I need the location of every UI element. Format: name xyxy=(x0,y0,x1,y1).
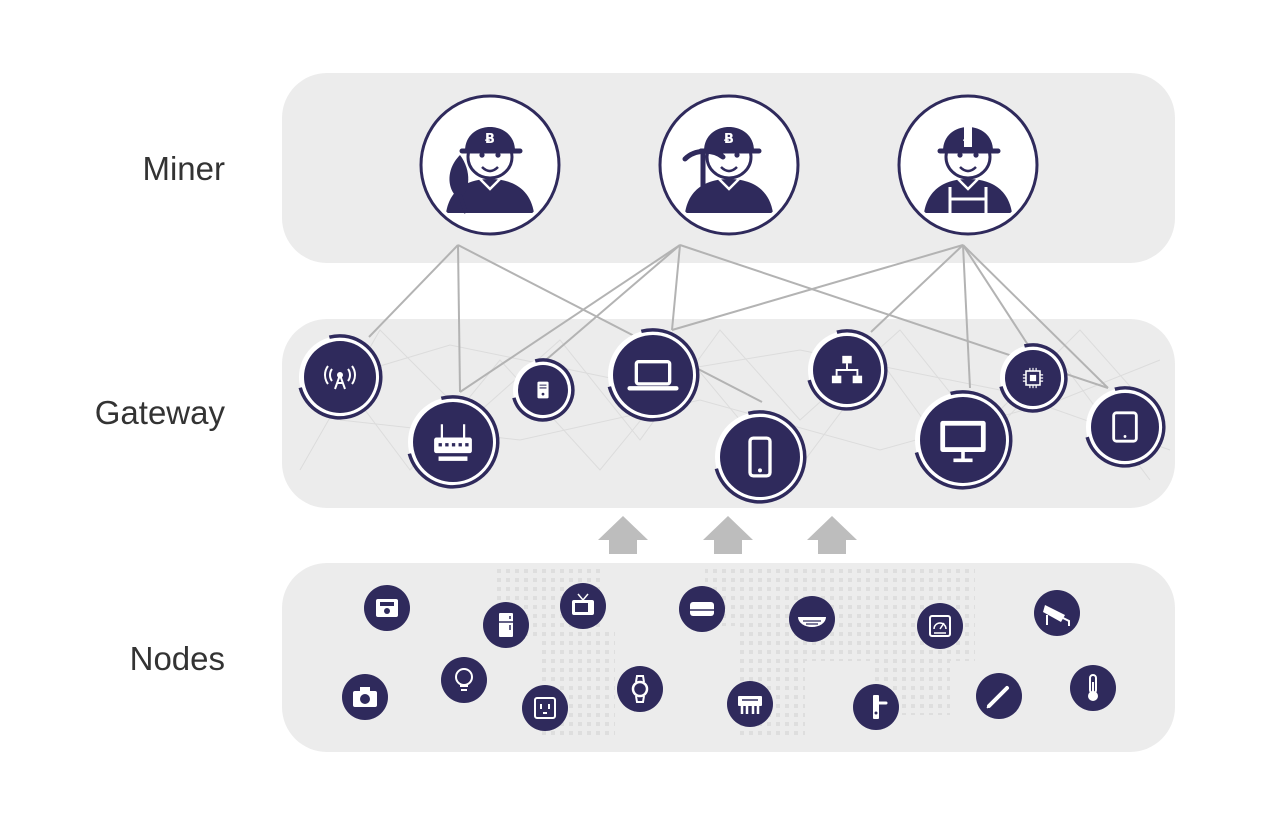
chip-icon xyxy=(1022,367,1044,389)
node-purifier[interactable] xyxy=(727,681,773,727)
arrow-up-icon xyxy=(703,516,753,554)
tv-icon xyxy=(572,593,594,615)
tablet-icon xyxy=(1112,411,1138,443)
upward-arrows xyxy=(598,516,857,554)
node-bowl[interactable] xyxy=(789,596,835,642)
purifier-icon xyxy=(738,696,762,714)
connector-line xyxy=(457,244,763,403)
gateway-router[interactable] xyxy=(407,395,500,489)
gateway-server[interactable] xyxy=(512,358,575,422)
gateway-monitor[interactable] xyxy=(914,390,1013,490)
pen-icon xyxy=(986,686,1009,709)
thermometer-icon xyxy=(1088,674,1098,701)
arrow-up-icon xyxy=(807,516,857,554)
fridge-icon xyxy=(499,613,513,637)
node-bulb[interactable] xyxy=(441,657,487,703)
tier-label-gateway: Gateway xyxy=(94,394,225,431)
node-fridge[interactable] xyxy=(483,602,529,648)
gateway-network[interactable] xyxy=(807,329,888,411)
gateway-chip[interactable] xyxy=(999,343,1068,413)
arrow-up-icon xyxy=(598,516,648,554)
node-tier xyxy=(342,583,1116,731)
node-watch[interactable] xyxy=(617,666,663,712)
connector-line xyxy=(962,244,1031,349)
router-icon xyxy=(434,424,472,461)
node-radio[interactable] xyxy=(364,585,410,631)
connector-line xyxy=(962,244,971,389)
gateway-laptop[interactable] xyxy=(607,328,700,422)
bowl-icon xyxy=(798,617,826,627)
radio-icon xyxy=(376,599,398,617)
tier-label-nodes: Nodes xyxy=(129,640,225,677)
connector-line xyxy=(671,244,964,331)
door-lock-icon xyxy=(873,695,888,719)
gateway-tablet[interactable] xyxy=(1085,386,1166,468)
miner-helmet[interactable]: Ƀ xyxy=(897,94,1039,236)
node-doorlock[interactable] xyxy=(853,684,899,730)
node-camera[interactable] xyxy=(342,674,388,720)
miner-pickaxe[interactable]: Ƀ xyxy=(658,94,800,236)
miner-pickaxe-icon: Ƀ xyxy=(682,127,773,213)
network-icon xyxy=(831,355,863,384)
miner-tier: ɃɃɃ xyxy=(419,94,1039,236)
node-tv[interactable] xyxy=(560,583,606,629)
connector-line xyxy=(459,244,681,393)
camera-icon xyxy=(353,687,377,707)
connector-line xyxy=(671,244,681,331)
miner-helmet-icon: Ƀ xyxy=(924,125,1012,213)
antenna-icon xyxy=(324,365,356,390)
light-bulb-icon xyxy=(455,668,473,691)
cctv-camera-icon xyxy=(1043,605,1070,626)
tier-label-miner: Miner xyxy=(142,150,225,187)
phone-icon xyxy=(748,436,772,478)
node-thermometer[interactable] xyxy=(1070,665,1116,711)
connector-line xyxy=(870,244,964,333)
miner-shovel[interactable]: Ƀ xyxy=(419,94,561,236)
connector-line xyxy=(457,244,461,393)
socket-icon xyxy=(534,697,556,719)
node-socket[interactable] xyxy=(522,685,568,731)
connector-line xyxy=(962,244,1109,389)
monitor-icon xyxy=(940,420,986,463)
gauge-icon xyxy=(929,615,951,637)
gateway-antenna[interactable] xyxy=(298,334,383,420)
svg-text:Ƀ: Ƀ xyxy=(724,132,734,147)
gateway-phone[interactable] xyxy=(714,410,807,504)
connector-line xyxy=(539,244,681,366)
disk-icon xyxy=(690,602,714,616)
gateway-tier xyxy=(298,328,1166,504)
svg-text:Ƀ: Ƀ xyxy=(485,132,495,147)
laptop-icon xyxy=(627,359,679,391)
node-cctv[interactable] xyxy=(1034,590,1080,636)
node-gauge[interactable] xyxy=(917,603,963,649)
miner-shovel-icon: Ƀ xyxy=(446,127,534,214)
connector-line xyxy=(368,244,459,338)
node-pen[interactable] xyxy=(976,673,1022,719)
server-icon xyxy=(537,381,549,399)
watch-icon xyxy=(631,675,649,703)
node-disk[interactable] xyxy=(679,586,725,632)
